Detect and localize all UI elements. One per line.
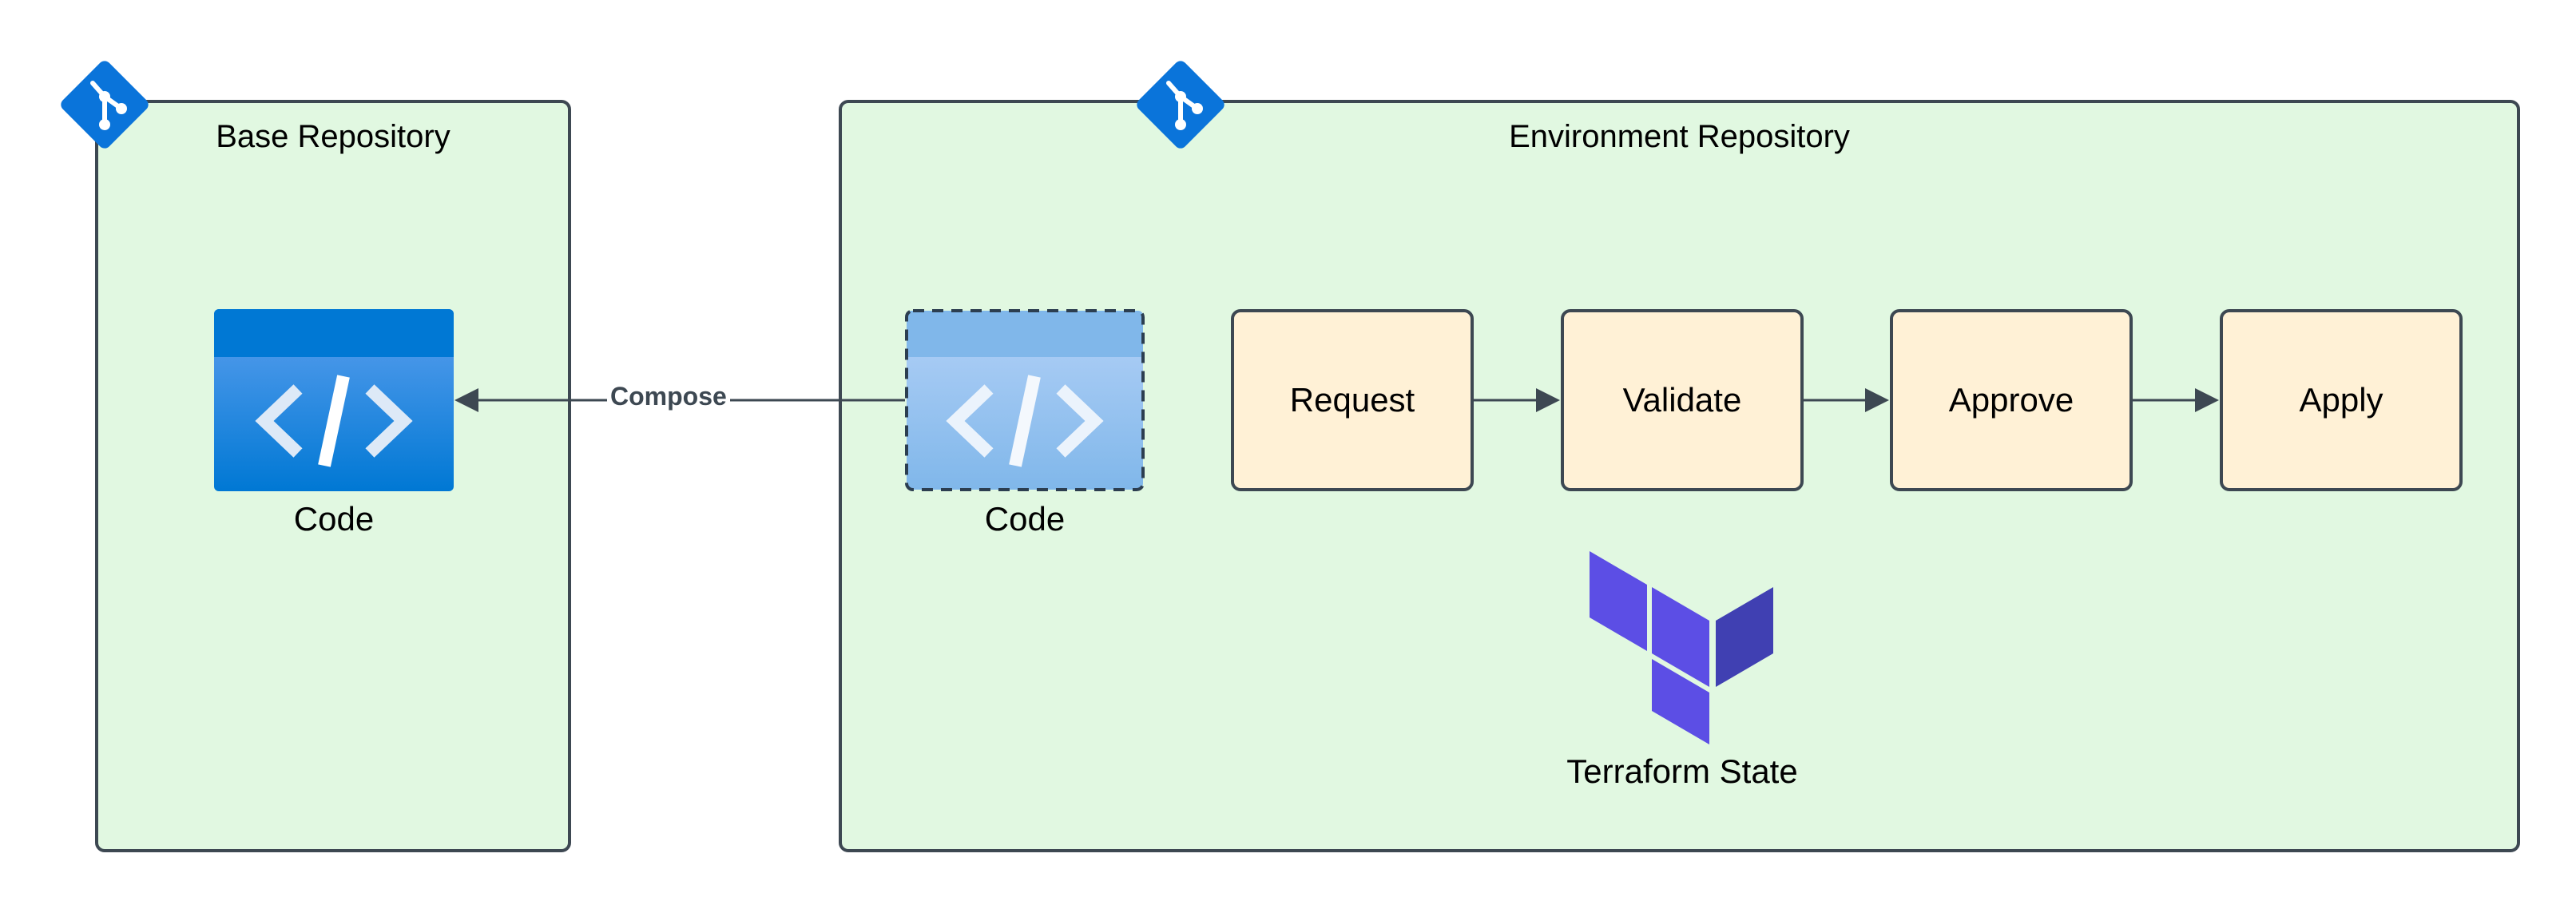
step-apply: Apply: [2220, 309, 2463, 491]
base-code-label: Code: [293, 500, 375, 538]
base-repository-title: Base Repository: [216, 119, 451, 154]
terraform-state-label: Terraform State: [1566, 752, 1798, 790]
git-icon: [1137, 61, 1224, 149]
environment-repository-title: Environment Repository: [1509, 119, 1850, 154]
terraform-icon: [1590, 551, 1773, 744]
step-request: Request: [1231, 309, 1474, 491]
environment-code-label: Code: [984, 500, 1066, 538]
compose-edge-label: Compose: [607, 382, 730, 411]
git-icon: [61, 61, 149, 149]
step-approve: Approve: [1890, 309, 2133, 491]
code-window-icon: [214, 309, 454, 491]
step-validate: Validate: [1561, 309, 1804, 491]
code-window-icon: [905, 309, 1145, 491]
